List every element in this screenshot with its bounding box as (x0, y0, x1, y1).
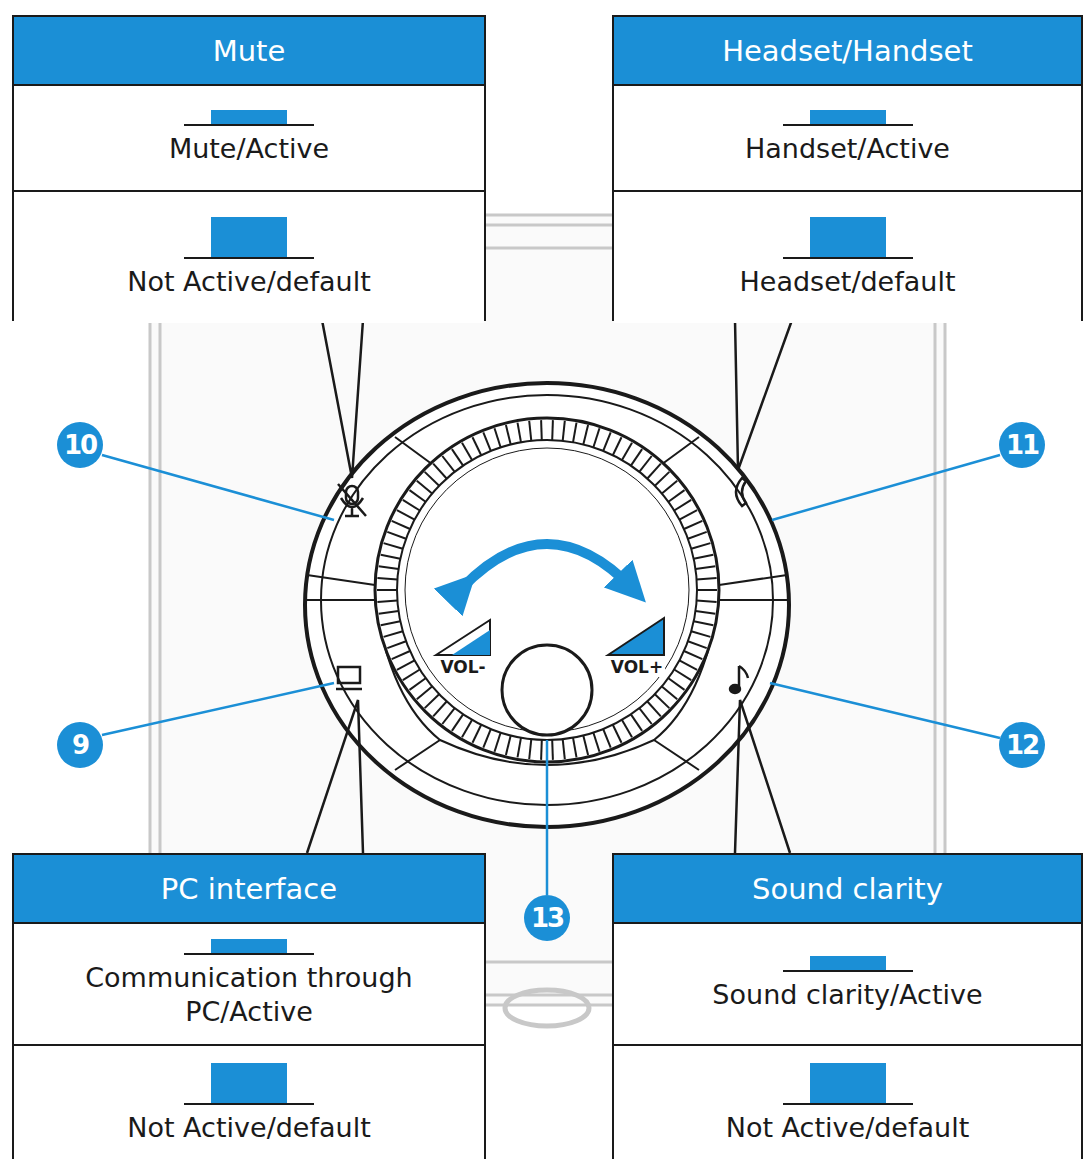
state-text: Not Active/default (712, 1111, 984, 1145)
state-symbol (783, 1063, 913, 1105)
state-row: Not Active/default (14, 190, 484, 323)
state-row: Communication through PC/Active (14, 922, 484, 1044)
state-text: Mute/Active (155, 132, 343, 166)
callout-box: PC interfaceCommunication through PC/Act… (12, 853, 486, 1159)
volume-arrow (462, 544, 632, 588)
callout-leaders (102, 455, 1000, 895)
state-bar (810, 110, 886, 124)
volume-label: VOL+ (609, 657, 665, 677)
state-symbol (184, 939, 314, 955)
state-symbol (184, 1063, 314, 1105)
state-row: Not Active/default (14, 1044, 484, 1161)
state-row: Handset/Active (614, 84, 1081, 190)
state-bar (211, 110, 287, 124)
state-bar (211, 1063, 287, 1103)
box-heading: Mute (14, 17, 484, 84)
callout-box: Sound claritySound clarity/ActiveNot Act… (612, 853, 1083, 1159)
volume-icons (436, 618, 664, 655)
callout-box: Headset/HandsetHandset/ActiveHeadset/def… (612, 15, 1083, 321)
callout-number: 9 (57, 722, 103, 768)
box-heading: Headset/Handset (614, 17, 1081, 84)
state-text: Sound clarity/Active (698, 978, 996, 1012)
state-text: Not Active/default (113, 265, 385, 299)
state-symbol (184, 110, 314, 126)
callout-number: 12 (999, 722, 1045, 768)
state-text: Headset/default (726, 265, 970, 299)
state-row: Mute/Active (14, 84, 484, 190)
callout-box: MuteMute/ActiveNot Active/default (12, 15, 486, 321)
button-icons (336, 478, 748, 693)
state-row: Not Active/default (614, 1044, 1081, 1161)
state-bar (810, 956, 886, 970)
state-symbol (184, 217, 314, 259)
state-bar (810, 1063, 886, 1103)
box-heading: Sound clarity (614, 855, 1081, 922)
state-row: Sound clarity/Active (614, 922, 1081, 1044)
state-symbol (783, 110, 913, 126)
state-bar (810, 217, 886, 257)
callout-number: 10 (57, 422, 103, 468)
box-heading: PC interface (14, 855, 484, 922)
state-bar (211, 217, 287, 257)
state-bar (211, 939, 287, 953)
leader-lines (307, 320, 792, 853)
callout-number: 11 (999, 422, 1045, 468)
state-row: Headset/default (614, 190, 1081, 323)
state-text: Not Active/default (113, 1111, 385, 1145)
state-text: Communication through PC/Active (14, 961, 484, 1029)
state-symbol (783, 217, 913, 259)
volume-label: VOL- (438, 657, 487, 677)
callout-number: 13 (524, 895, 570, 941)
state-text: Handset/Active (731, 132, 964, 166)
state-symbol (783, 956, 913, 972)
